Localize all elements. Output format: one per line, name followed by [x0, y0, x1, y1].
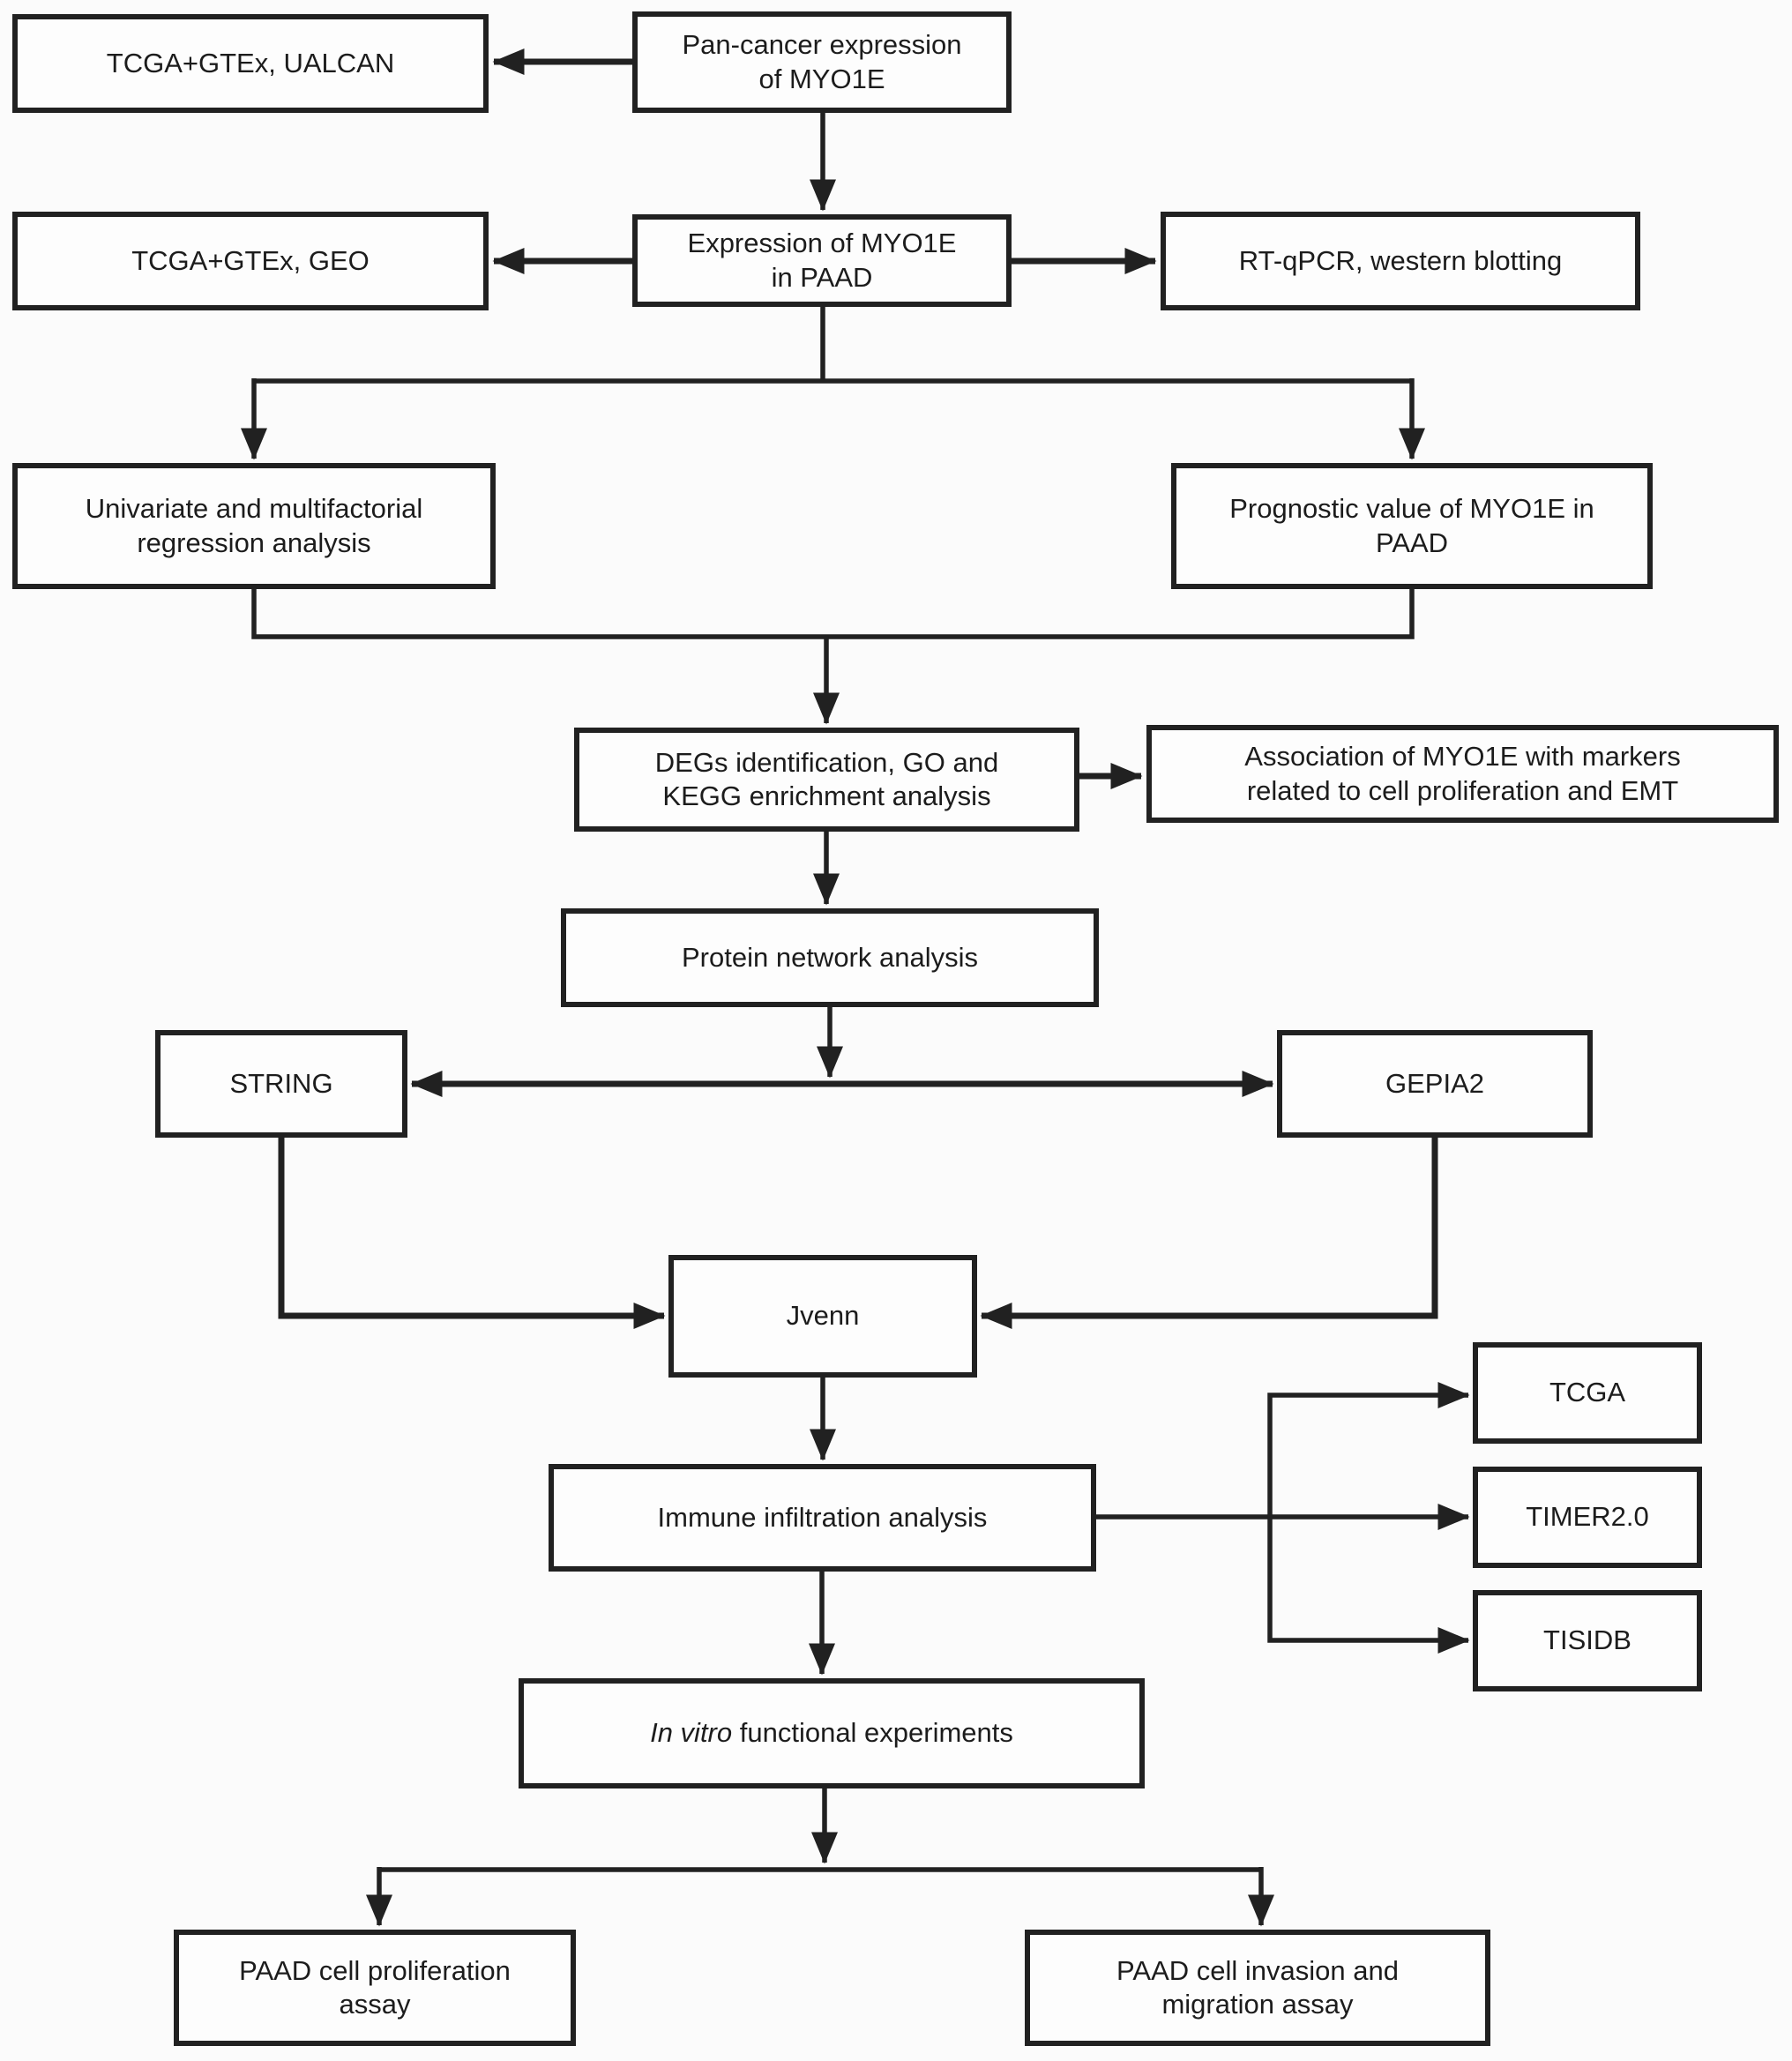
node-label-line: Univariate and multifactorial — [85, 493, 423, 525]
node-label-line: related to cell proliferation and EMT — [1246, 774, 1679, 806]
node-label-line: migration assay — [1161, 1989, 1354, 2020]
node-label: TISIDB — [1543, 1624, 1631, 1656]
node-label: In vitro functional experiments — [650, 1716, 1013, 1750]
node-string: STRING — [155, 1030, 407, 1138]
node-proliferation-assay: PAAD cell proliferation assay — [174, 1930, 576, 2046]
node-label-line: in PAAD — [771, 261, 873, 293]
node-invitro-experiments: In vitro functional experiments — [519, 1678, 1145, 1788]
node-degs-go-kegg: DEGs identification, GO and KEGG enrichm… — [574, 728, 1079, 832]
node-label-line: assay — [339, 1989, 411, 2020]
node-label-line: DEGs identification, GO and — [654, 746, 999, 778]
node-label: TCGA+GTEx, UALCAN — [106, 47, 395, 78]
node-tisidb: TISIDB — [1473, 1590, 1702, 1691]
node-label-line: regression analysis — [137, 526, 371, 558]
node-label: GEPIA2 — [1385, 1067, 1484, 1099]
node-label-line: PAAD cell proliferation — [239, 1954, 511, 1986]
node-association-markers-emt: Association of MYO1E with markers relate… — [1146, 725, 1779, 823]
node-tcga: TCGA — [1473, 1342, 1702, 1444]
node-label: TCGA — [1549, 1377, 1626, 1408]
node-tcga-gtex-ualcan: TCGA+GTEx, UALCAN — [12, 14, 489, 113]
node-pan-cancer-expression: Pan-cancer expression of MYO1E — [632, 11, 1012, 113]
node-label: TCGA+GTEx, GEO — [131, 244, 370, 276]
node-expression-in-paad: Expression of MYO1E in PAAD — [632, 214, 1012, 307]
node-label-line: Association of MYO1E with markers — [1244, 741, 1681, 773]
node-label: Protein network analysis — [682, 941, 978, 973]
node-label-line: of MYO1E — [758, 63, 885, 94]
node-label: Jvenn — [786, 1300, 860, 1332]
edge-converge-horizontal — [251, 589, 1415, 639]
node-label-line: Prognostic value of MYO1E in — [1229, 493, 1594, 525]
node-label-rest: functional experiments — [732, 1717, 1013, 1749]
edge-immune-to-tcga — [1267, 1382, 1470, 1517]
node-regression-analysis: Univariate and multifactorial regression… — [12, 463, 496, 589]
node-jvenn: Jvenn — [668, 1255, 977, 1378]
node-label-italic: In vitro — [650, 1717, 733, 1749]
node-label: STRING — [229, 1067, 333, 1099]
node-label-line: KEGG enrichment analysis — [662, 780, 991, 811]
node-protein-network-analysis: Protein network analysis — [561, 908, 1099, 1007]
node-gepia2: GEPIA2 — [1277, 1030, 1593, 1138]
node-prognostic-value: Prognostic value of MYO1E in PAAD — [1171, 463, 1653, 589]
node-label: RT-qPCR, western blotting — [1238, 244, 1563, 276]
node-label-line: Expression of MYO1E — [687, 228, 957, 259]
edge-immune-to-tisidb — [1267, 1517, 1470, 1654]
edge-string-to-jvenn — [278, 1138, 666, 1329]
node-label-line: PAAD cell invasion and — [1116, 1954, 1399, 1986]
node-label-line: Pan-cancer expression — [682, 29, 962, 61]
node-label: TIMER2.0 — [1526, 1501, 1649, 1533]
node-rtqpcr-western-blotting: RT-qPCR, western blotting — [1161, 212, 1640, 310]
node-timer2: TIMER2.0 — [1473, 1467, 1702, 1568]
node-tcga-gtex-geo: TCGA+GTEx, GEO — [12, 212, 489, 310]
node-label: Immune infiltration analysis — [657, 1501, 988, 1533]
node-invasion-migration-assay: PAAD cell invasion and migration assay — [1025, 1930, 1490, 2046]
node-immune-infiltration: Immune infiltration analysis — [549, 1464, 1096, 1572]
edge-gepia2-to-jvenn — [980, 1138, 1438, 1329]
node-label-line: PAAD — [1375, 526, 1449, 558]
